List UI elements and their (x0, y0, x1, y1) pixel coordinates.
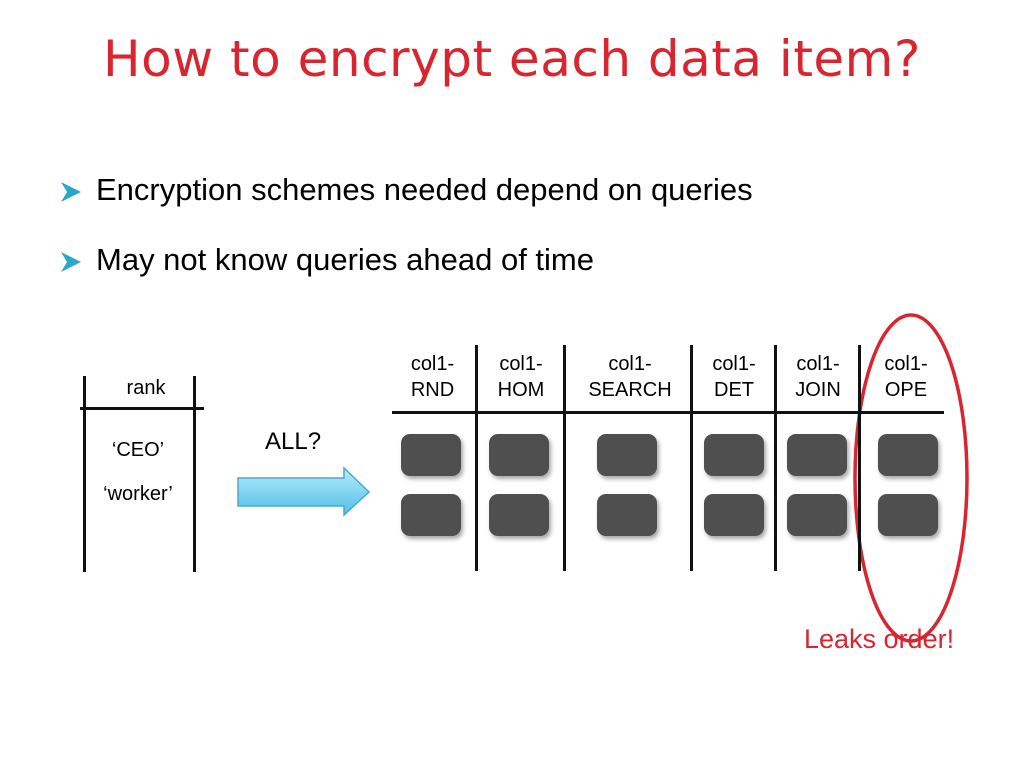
table-cell-value: ‘CEO’ (111, 439, 165, 461)
bullet-text: Encryption schemes needed depend on quer… (96, 172, 753, 207)
column-header-line: col1- (608, 353, 652, 375)
column-header-rank: rank (126, 377, 166, 399)
table-cell-value: ‘worker’ (103, 483, 173, 505)
ciphertext-cell (597, 494, 657, 536)
column-header-line: col1- (712, 353, 756, 375)
column-header: col1- HOM (482, 351, 560, 403)
ciphertext-cell (401, 494, 461, 536)
ciphertext-cell (878, 494, 938, 536)
column-header-line: RND (410, 379, 455, 401)
column-header-line: col1- (410, 353, 455, 375)
column-header: col1- OPE (870, 351, 942, 403)
chevron-arrow-icon (58, 177, 84, 203)
ciphertext-cell (787, 494, 847, 536)
bullet-text: May not know queries ahead of time (96, 242, 594, 277)
column-header-line: SEARCH (588, 379, 672, 401)
table-header-rule (80, 407, 204, 410)
ciphertext-cell (597, 434, 657, 476)
ciphertext-cell (704, 434, 764, 476)
column-header-line: HOM (497, 379, 545, 401)
column-header-line: col1- (499, 353, 543, 375)
ciphertext-cell (704, 494, 764, 536)
bullet-item: Encryption schemes needed depend on quer… (58, 172, 753, 208)
column-header: col1- RND (395, 351, 470, 403)
ciphertext-cell (787, 434, 847, 476)
leaks-order-callout: Leaks order! (804, 624, 955, 654)
table-left-border (83, 376, 86, 572)
right-arrow-icon (237, 466, 371, 517)
column-divider (858, 345, 861, 571)
ciphertext-cell (878, 434, 938, 476)
ciphertext-cell (489, 434, 549, 476)
column-header-line: DET (714, 379, 754, 401)
column-divider (690, 345, 693, 571)
chevron-arrow-icon (58, 247, 84, 273)
slide-title: How to encrypt each data item? (103, 30, 921, 88)
ciphertext-cell (401, 434, 461, 476)
column-header-line: JOIN (795, 379, 841, 401)
column-divider (774, 345, 777, 571)
table-right-border (193, 376, 196, 572)
column-header: col1- DET (698, 351, 770, 403)
column-header-line: OPE (884, 379, 928, 401)
bullet-item: May not know queries ahead of time (58, 242, 594, 278)
ciphertext-cell (489, 494, 549, 536)
column-header: col1- SEARCH (572, 351, 688, 403)
column-header-line: col1- (884, 353, 928, 375)
arrow-label: ALL? (265, 428, 322, 455)
column-divider (475, 345, 478, 571)
column-header: col1- JOIN (782, 351, 854, 403)
column-header-line: col1- (796, 353, 840, 375)
column-divider (563, 345, 566, 571)
highlight-circle (853, 313, 969, 643)
table-header-rule (392, 411, 944, 414)
